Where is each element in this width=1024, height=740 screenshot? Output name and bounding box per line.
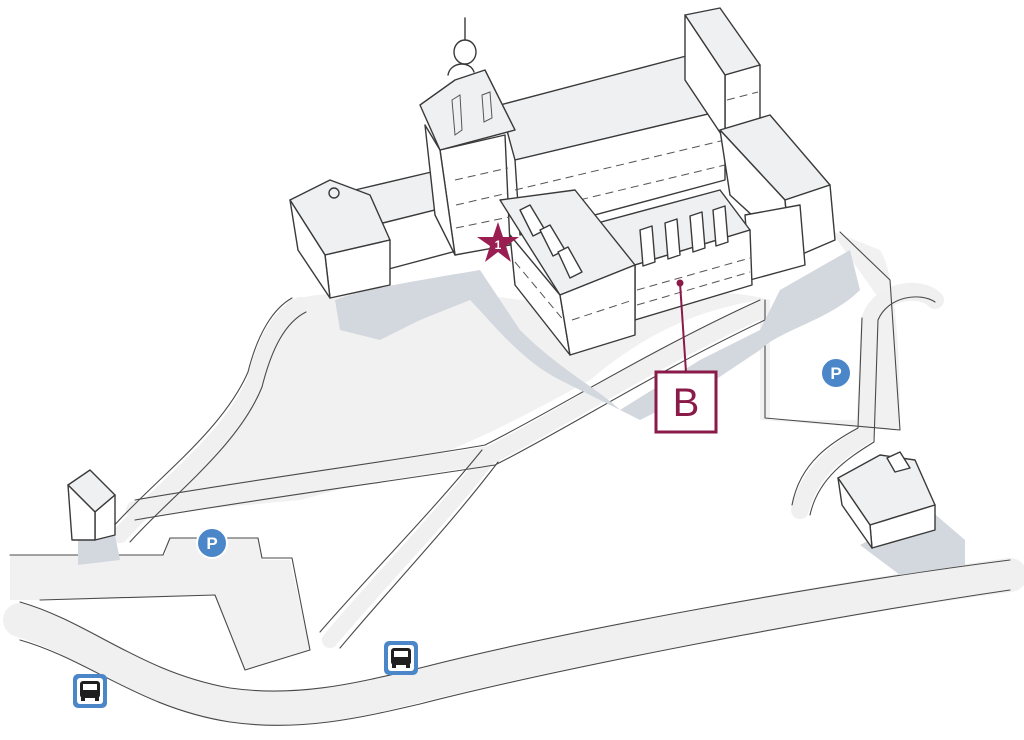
path-edge-left-a	[111, 297, 293, 529]
road-edge-upper	[9, 537, 311, 671]
left-curved-path	[112, 297, 308, 543]
tower-side	[424, 124, 456, 256]
bus-stop-icon[interactable]	[73, 674, 107, 708]
road-edge-bottom-lower	[19, 589, 1011, 726]
bus-stop-icon[interactable]	[384, 641, 418, 675]
east-low-wing	[744, 204, 806, 281]
small-house	[837, 451, 936, 549]
cross-path	[322, 447, 498, 648]
small-house-shadow	[860, 510, 965, 575]
lower-parking-area	[10, 538, 310, 670]
path-edge-left-b	[129, 311, 307, 543]
ground-layer	[3, 230, 1024, 726]
right-lane	[791, 282, 944, 519]
kiosk-shadow	[78, 535, 120, 565]
castle-building	[289, 7, 836, 356]
path-edge-cross-b	[339, 461, 499, 649]
parking-icon[interactable]: P	[196, 527, 228, 559]
plaza-area	[140, 230, 900, 515]
building-b-label: B	[673, 381, 700, 425]
building-b-marker[interactable]: B	[654, 279, 718, 434]
main-road	[3, 558, 1024, 726]
castle-shadow	[335, 250, 860, 420]
entrance-marker-label: 1	[495, 238, 502, 252]
star-marker-icon[interactable]: 1	[477, 222, 519, 262]
path-edge-diagonal-a	[134, 299, 761, 501]
left-pavilion-side	[289, 199, 331, 299]
kiosk-side	[67, 484, 96, 541]
kiosk-building	[67, 469, 116, 541]
front-block-front	[559, 264, 636, 356]
small-house-side	[837, 477, 873, 549]
parking-label: P	[830, 364, 841, 383]
road-edge-bottom	[19, 559, 1011, 692]
parking-right-edge	[764, 231, 901, 431]
path-edge-cross-a	[319, 449, 483, 633]
tower-roof	[419, 69, 516, 151]
right-lane-edge-a	[791, 317, 863, 506]
tower-dome	[453, 39, 477, 65]
parking-icon[interactable]: P	[820, 357, 852, 389]
right-lane-edge-b	[809, 296, 936, 516]
parking-label: P	[206, 534, 217, 553]
shadow-layer	[78, 250, 965, 575]
